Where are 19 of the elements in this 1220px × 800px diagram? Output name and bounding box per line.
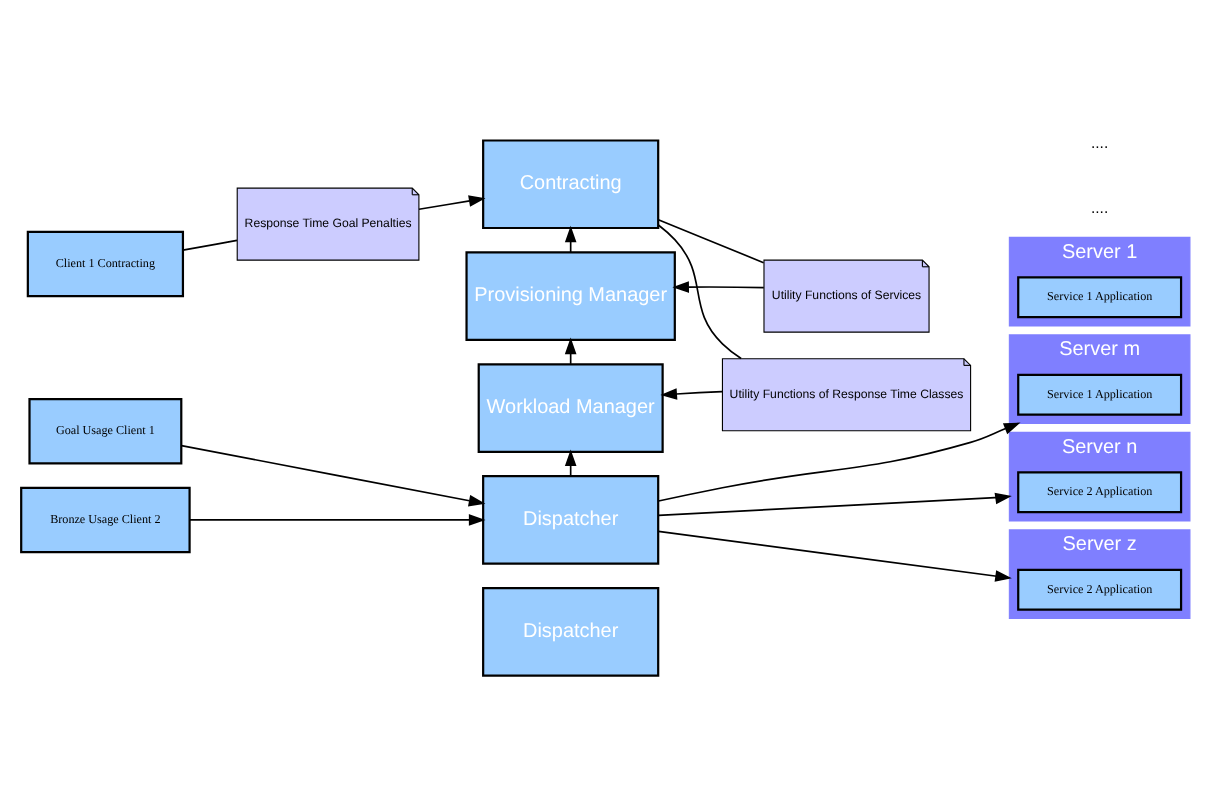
node-box: Contracting — [482, 139, 660, 230]
arrow — [180, 444, 486, 507]
node-box: Dispatcher — [482, 475, 660, 565]
arrow — [657, 530, 1012, 582]
connector — [657, 224, 742, 360]
arrow — [657, 492, 1012, 517]
arrow — [189, 514, 486, 526]
node-box: Dispatcher — [482, 586, 660, 677]
connector — [182, 239, 238, 251]
arrow — [657, 422, 1021, 502]
arrow — [672, 281, 765, 293]
arrow — [660, 388, 723, 400]
node-box: Provisioning Manager — [465, 251, 676, 341]
arrow — [418, 195, 486, 211]
arrow — [564, 449, 577, 477]
arrow — [564, 337, 577, 365]
arrow — [564, 225, 577, 253]
connector — [657, 218, 765, 264]
node-box: Workload Manager — [477, 363, 664, 453]
